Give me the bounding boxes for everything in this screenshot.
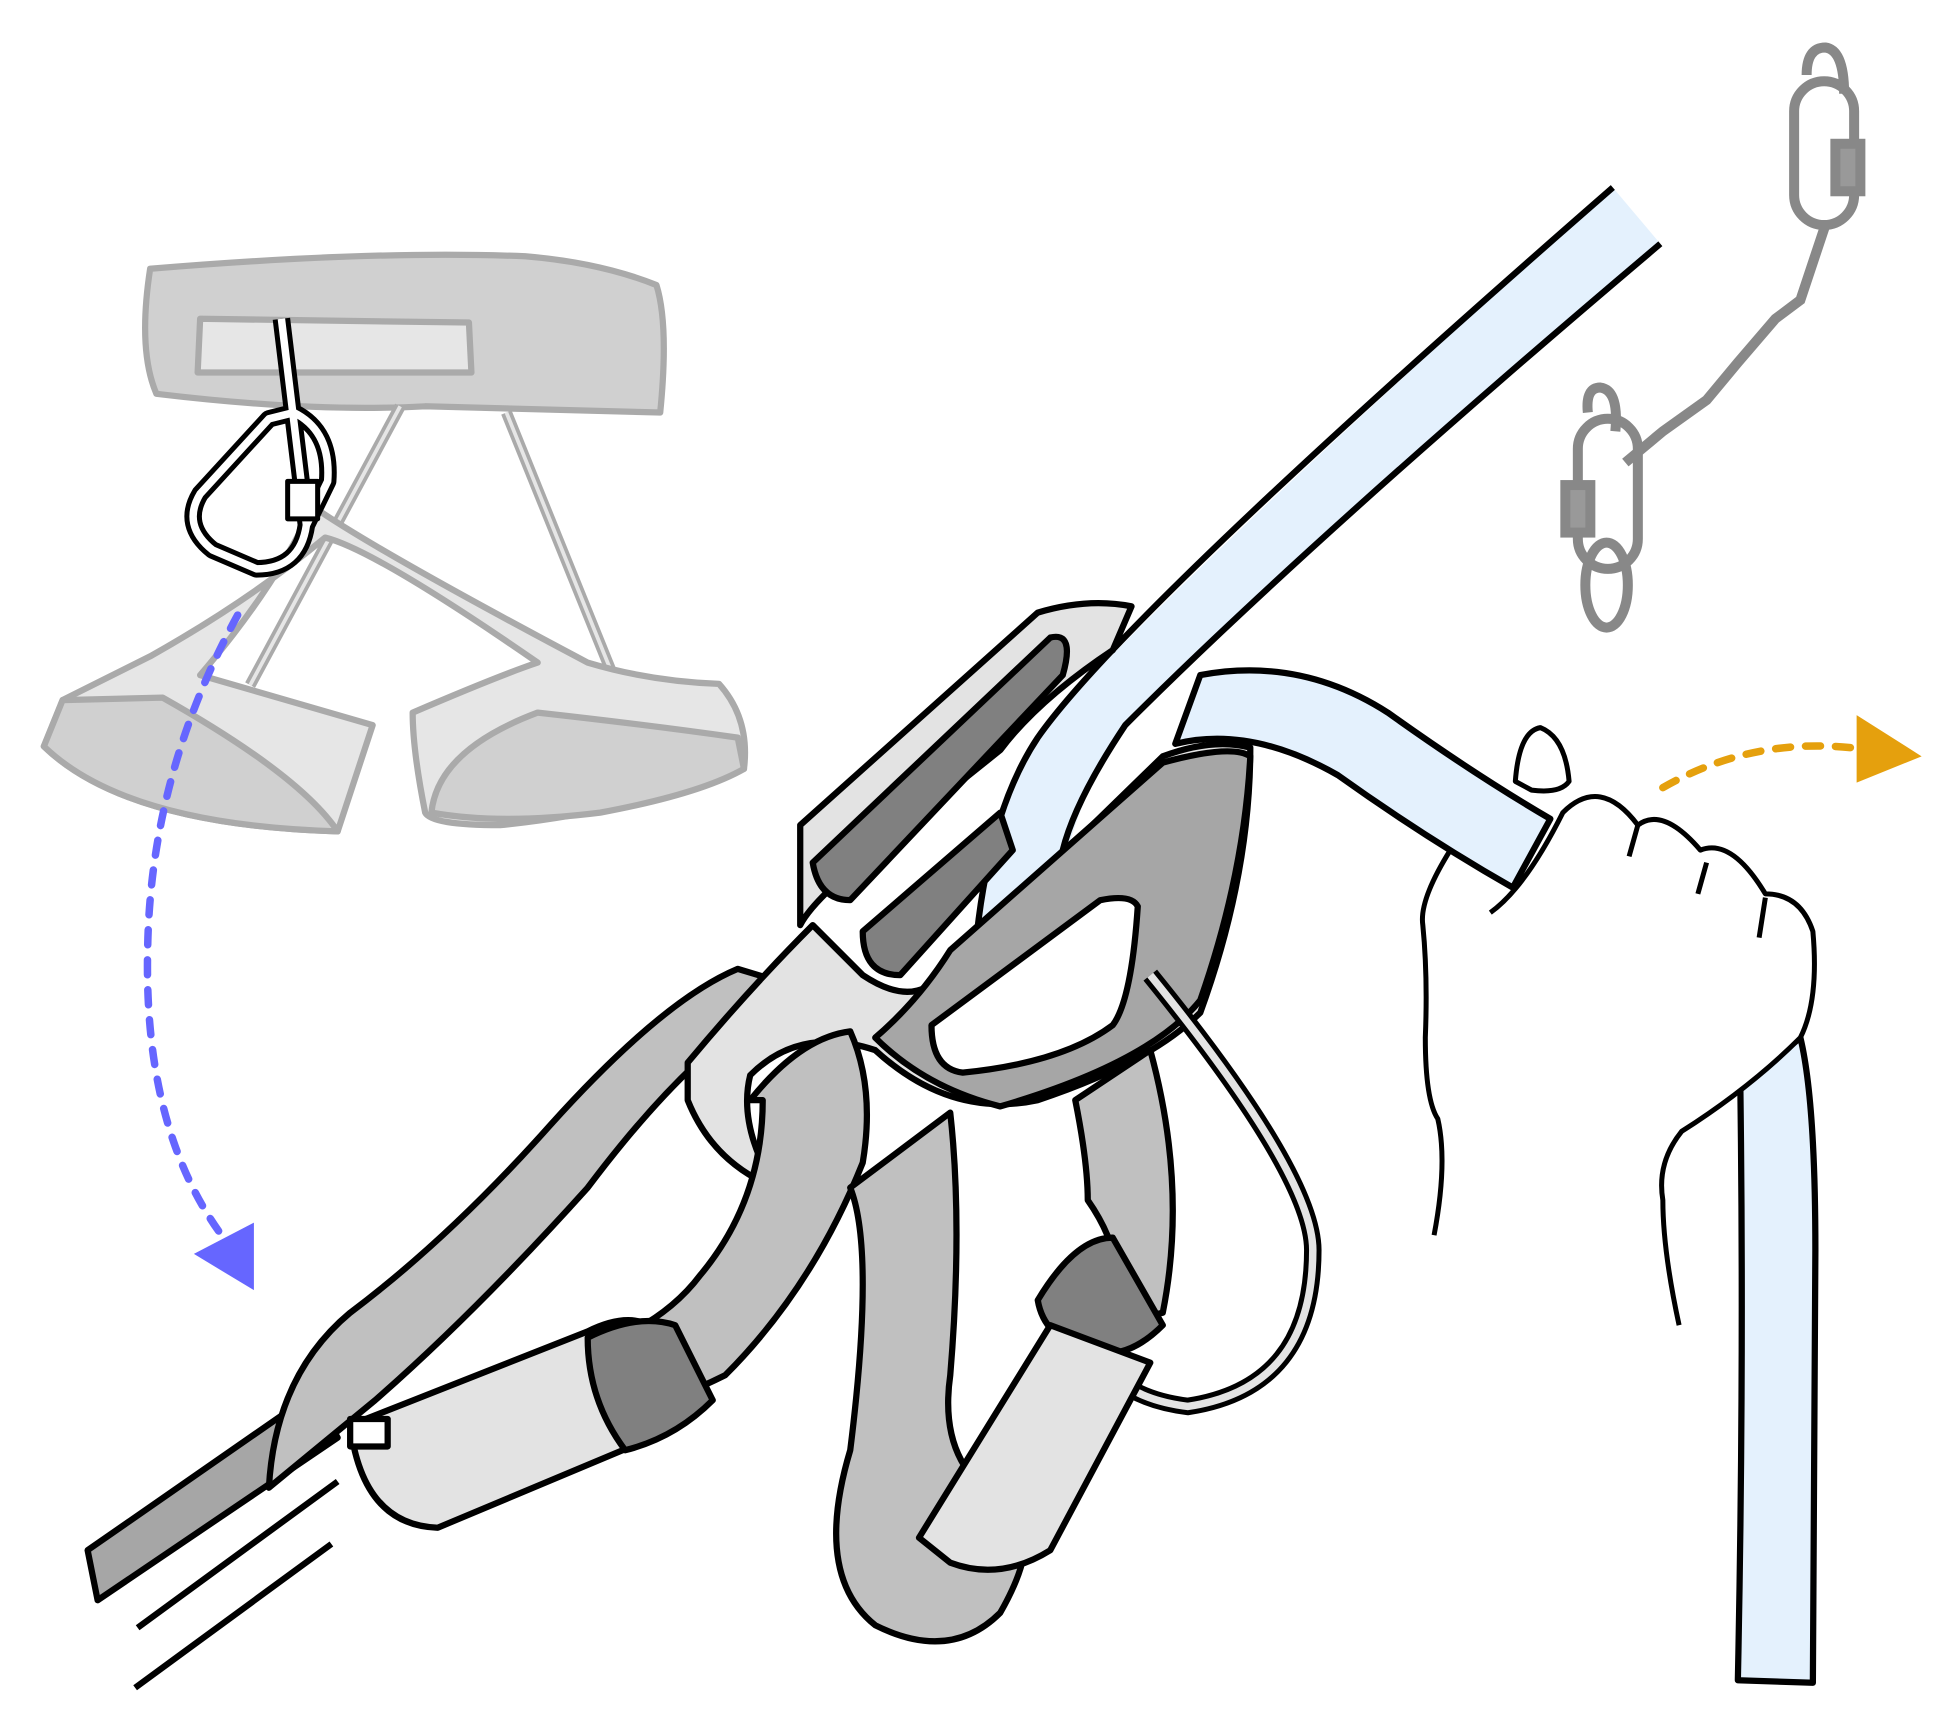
belay-device-icon: [265, 600, 1322, 1645]
chain-anchor-icon: [1560, 42, 1866, 633]
arrow-right-icon: [1659, 715, 1922, 792]
carabiner-icon: [184, 317, 337, 578]
harness-icon: [40, 251, 749, 835]
hand-icon: [1419, 725, 1817, 1326]
arrow-down-icon: [143, 611, 254, 1291]
